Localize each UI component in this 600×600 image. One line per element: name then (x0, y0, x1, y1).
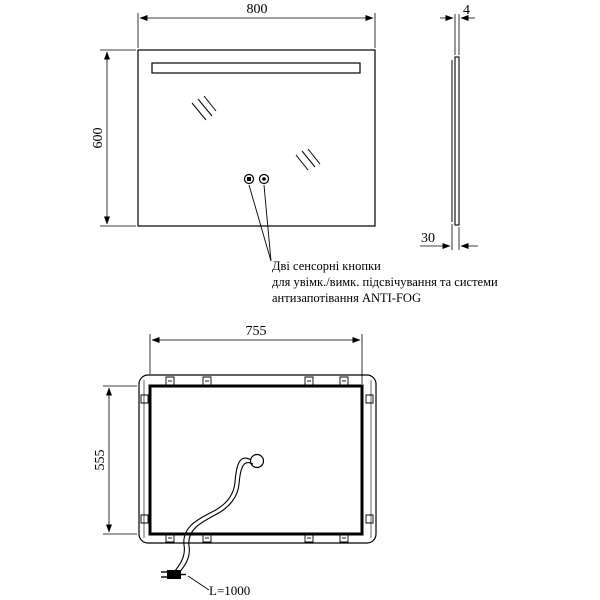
back-width-dimension: 755 (149, 324, 363, 384)
back-height-dimension: 555 (93, 385, 137, 535)
plug-icon (161, 570, 186, 579)
front-height-label: 600 (91, 128, 106, 149)
front-height-dimension: 600 (91, 49, 136, 227)
note-line-3: антизапотівання ANTI-FOG (272, 291, 421, 305)
side-depth-dimension: 30 (420, 224, 478, 250)
back-width-label: 755 (246, 324, 267, 339)
mounting-clips (140, 376, 374, 543)
led-light-strip (151, 62, 361, 74)
front-view: 800 600 (91, 2, 376, 227)
back-height-label: 555 (93, 450, 108, 471)
mounting-frame (148, 384, 364, 536)
front-width-label: 800 (247, 2, 268, 17)
side-thickness-dimension: 4 (440, 3, 475, 55)
side-view: 4 30 (420, 3, 478, 250)
note-line-2: для увімк./вимк. підсвічування та систем… (272, 275, 498, 289)
back-view: L=1000 755 555 (93, 324, 377, 598)
mirror-side-glass (454, 56, 460, 226)
side-thickness-label: 4 (463, 3, 470, 18)
front-width-dimension: 800 (137, 2, 376, 48)
touch-button-right (258, 173, 270, 185)
note-line-1: Дві сенсорні кнопки (272, 259, 381, 273)
cable-length-label: L=1000 (209, 583, 250, 598)
mirror-back-outline (138, 374, 377, 544)
sensor-unit (249, 453, 265, 469)
button-leader-lines (248, 184, 272, 262)
mirror-front-outline (137, 49, 376, 227)
reflection-marks (191, 95, 321, 171)
touch-button-left (243, 173, 255, 185)
side-depth-label: 30 (421, 231, 435, 246)
button-note: Дві сенсорні кнопки для увімк./вимк. під… (272, 259, 498, 305)
power-cable (173, 457, 252, 573)
